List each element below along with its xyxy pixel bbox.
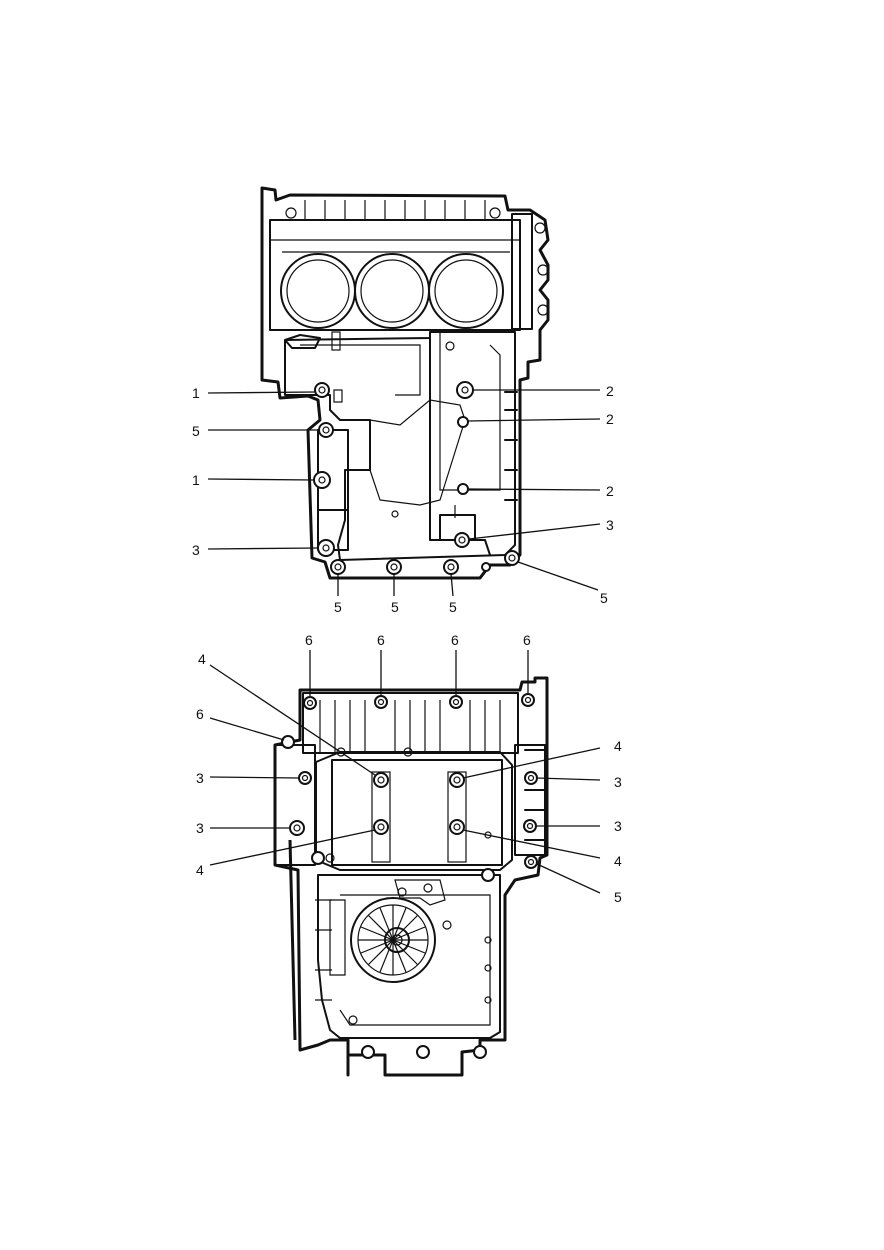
lower-case-outline	[273, 676, 549, 1077]
lower-leader-lines	[209, 650, 601, 894]
callout-u2b: 2	[606, 411, 614, 427]
callout-u5d: 5	[391, 599, 399, 615]
upper-case-outline	[260, 186, 550, 580]
upper-bolts	[313, 381, 520, 575]
upper-lower-body	[284, 331, 516, 561]
callout-l4c: 4	[614, 738, 622, 754]
oil-strainer-wheel	[350, 897, 436, 983]
callout-l5a: 5	[614, 889, 622, 905]
callout-l6b: 6	[377, 632, 385, 648]
lower-bolts	[281, 693, 538, 1059]
central-cover	[315, 751, 513, 871]
callout-l4b: 4	[196, 862, 204, 878]
right-side-slots	[504, 391, 518, 501]
callout-u5a: 5	[192, 423, 200, 439]
callout-u2a: 2	[606, 383, 614, 399]
upper-leader-lines	[207, 389, 601, 597]
callout-l3c: 3	[614, 774, 622, 790]
callout-u5b: 5	[600, 590, 608, 606]
upper-crankcase-view	[207, 186, 601, 597]
sump-ribs	[319, 700, 501, 752]
callout-u1a: 1	[192, 385, 200, 401]
callout-u5e: 5	[449, 599, 457, 615]
callout-labels: 1 5 1 3 2 2 2 3 5 5 5 5 6 6 6 6 4 6 3 3 …	[192, 383, 622, 905]
callout-l6c: 6	[451, 632, 459, 648]
callout-l6d: 6	[523, 632, 531, 648]
lower-crankcase-view	[209, 650, 601, 1077]
callout-l3a: 3	[196, 770, 204, 786]
deck-ribs	[304, 200, 486, 220]
callout-l6a: 6	[305, 632, 313, 648]
callout-l4a: 4	[198, 651, 206, 667]
cylinder-bores	[280, 253, 504, 329]
oil-pan	[317, 874, 501, 1039]
cylinder-deck	[269, 219, 521, 331]
callout-u3a: 3	[192, 542, 200, 558]
callout-l3d: 3	[614, 818, 622, 834]
callout-u3b: 3	[606, 517, 614, 533]
callout-l4d: 4	[614, 853, 622, 869]
callout-u5c: 5	[334, 599, 342, 615]
callout-u2c: 2	[606, 483, 614, 499]
callout-l6e: 6	[196, 706, 204, 722]
callout-u1b: 1	[192, 472, 200, 488]
callout-l3b: 3	[196, 820, 204, 836]
